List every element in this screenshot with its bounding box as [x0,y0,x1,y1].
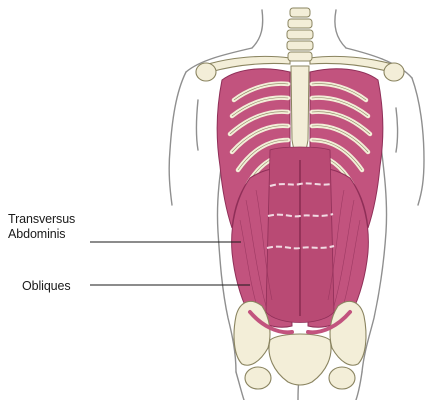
cervical-spine [287,8,313,61]
transversus-label-line2: Abdominis [8,227,65,241]
obliques-label: Obliques [22,279,71,293]
transversus-label-line1: Transversus [8,212,75,226]
